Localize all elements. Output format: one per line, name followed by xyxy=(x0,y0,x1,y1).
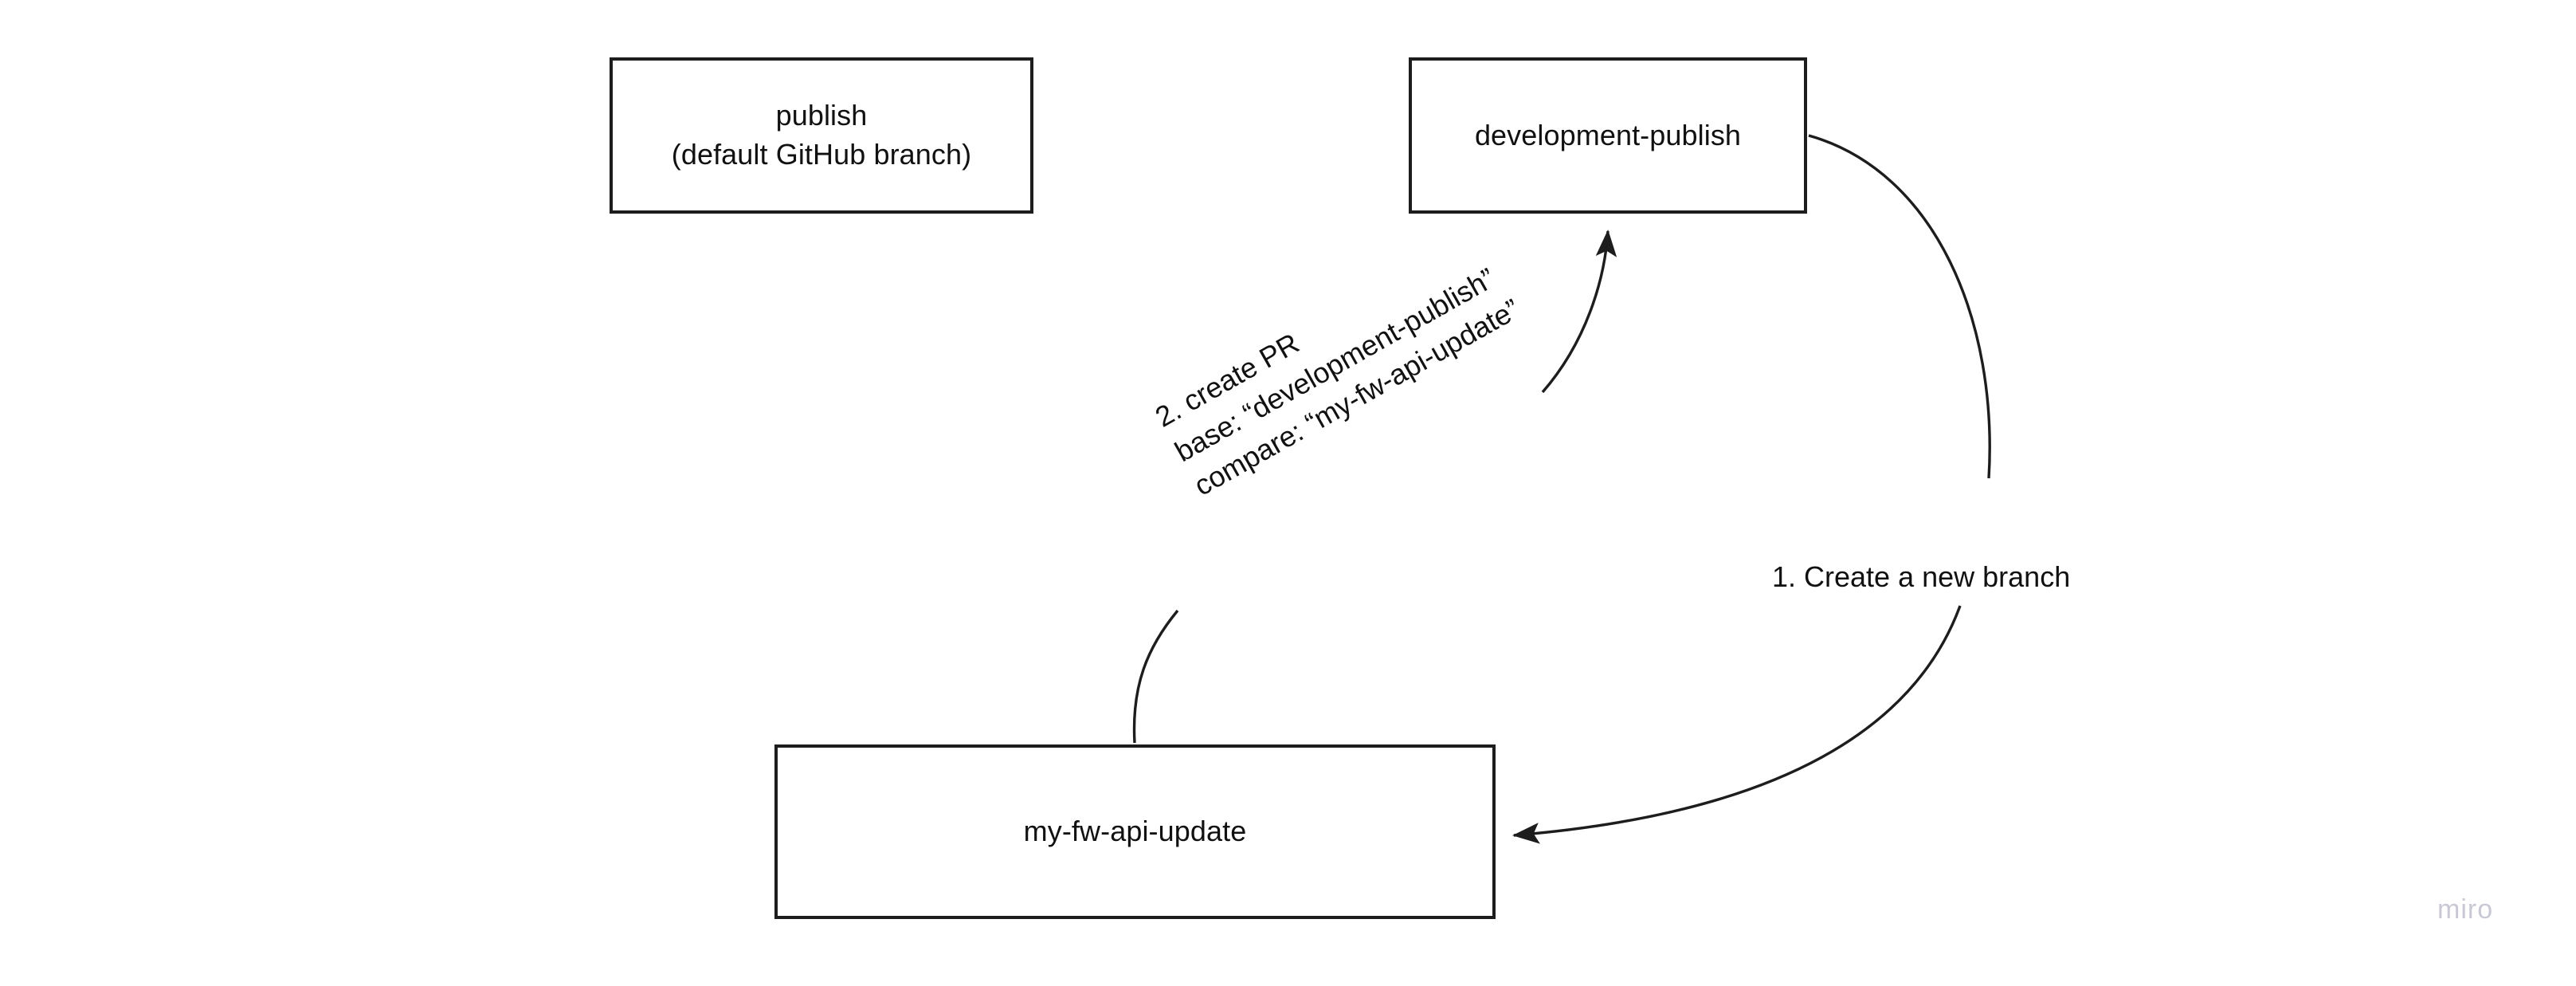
edge-create-pr-path-upper xyxy=(1541,229,1617,394)
node-my-fw-api-update[interactable]: my-fw-api-update xyxy=(774,744,1496,919)
edge-create-branch-path-lower xyxy=(1511,605,1962,844)
node-my-fw-api-update-label: my-fw-api-update xyxy=(1023,815,1247,848)
node-publish-label: publish (default GitHub branch) xyxy=(671,99,972,171)
edge-create-branch-path xyxy=(1808,134,1991,479)
edge-label-create-branch: 1. Create a new branch xyxy=(1767,556,2076,599)
node-development-publish-label: development-publish xyxy=(1474,118,1742,151)
edge-create-pr-path xyxy=(1132,609,1179,744)
node-development-publish[interactable]: development-publish xyxy=(1409,57,1807,214)
node-publish[interactable]: publish (default GitHub branch) xyxy=(610,57,1033,214)
miro-watermark: miro xyxy=(2437,894,2494,925)
